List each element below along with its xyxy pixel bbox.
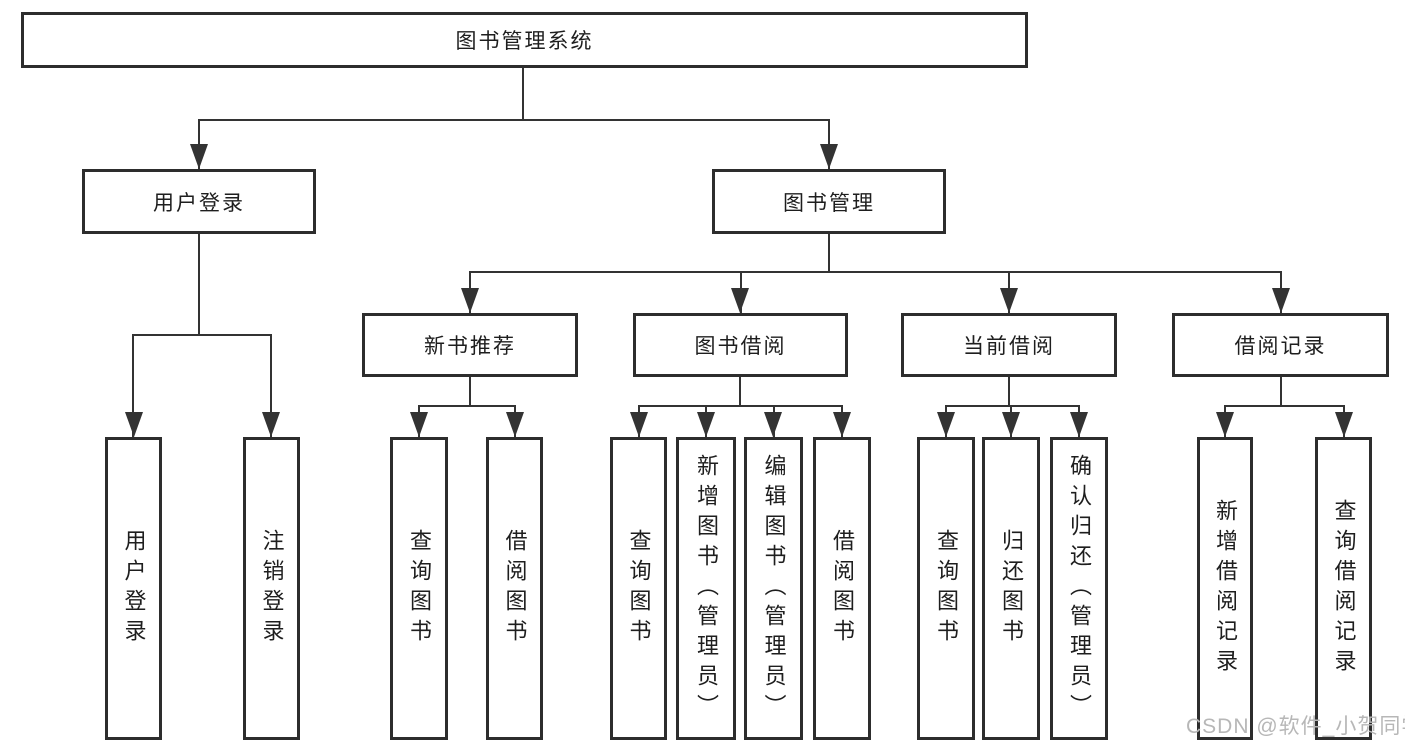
arrow-down-icon	[1216, 412, 1234, 437]
leaf-label: 编辑图书（管理员）	[761, 453, 787, 724]
leaf-edit-books-admin: 编辑图书（管理员）	[744, 437, 803, 740]
node-user-login: 用户登录	[82, 169, 316, 234]
arrow-down-icon	[731, 288, 749, 313]
leaf-label: 查询图书	[407, 528, 432, 649]
connector-line	[470, 271, 1281, 273]
leaf-label: 查询图书	[626, 528, 652, 649]
arrow-down-icon	[125, 412, 143, 437]
leaf-label: 查询借阅记录	[1331, 498, 1357, 679]
leaf-confirm-return-admin: 确认归还（管理员）	[1050, 437, 1108, 740]
leaf-label: 查询图书	[934, 528, 959, 649]
connector-line	[522, 68, 524, 120]
leaf-label: 借阅图书	[830, 528, 855, 649]
connector-line	[638, 405, 842, 407]
node-borrowing: 图书借阅	[633, 313, 848, 377]
leaf-query-borrow-record: 查询借阅记录	[1315, 437, 1372, 740]
connector-line	[132, 334, 134, 437]
arrow-down-icon	[262, 412, 280, 437]
arrow-down-icon	[630, 412, 648, 437]
node-current-borrow: 当前借阅	[901, 313, 1117, 377]
connector-line	[419, 405, 515, 407]
leaf-query-books-3: 查询图书	[917, 437, 975, 740]
arrow-down-icon	[937, 412, 955, 437]
leaf-label: 新增图书（管理员）	[694, 453, 719, 724]
leaf-user-login: 用户登录	[105, 437, 162, 740]
arrow-down-icon	[410, 412, 428, 437]
arrow-down-icon	[1000, 288, 1018, 313]
connector-line	[469, 377, 471, 406]
arrow-down-icon	[833, 412, 851, 437]
leaf-query-books-2: 查询图书	[610, 437, 667, 740]
node-root: 图书管理系统	[21, 12, 1028, 68]
leaf-label: 借阅图书	[502, 528, 528, 649]
leaf-label: 新增借阅记录	[1213, 498, 1238, 679]
connector-line	[1225, 405, 1344, 407]
node-book-mgmt-label: 图书管理	[783, 191, 875, 215]
node-user-login-label: 用户登录	[153, 191, 245, 215]
connector-line	[198, 119, 830, 121]
leaf-return-books: 归还图书	[982, 437, 1040, 740]
connector-line	[828, 234, 830, 272]
arrow-down-icon	[190, 144, 208, 169]
leaf-query-books-1: 查询图书	[390, 437, 448, 740]
arrow-down-icon	[1335, 412, 1353, 437]
leaf-borrow-books-2: 借阅图书	[813, 437, 871, 740]
node-current-borrow-label: 当前借阅	[963, 335, 1055, 358]
leaf-add-books-admin: 新增图书（管理员）	[676, 437, 736, 740]
leaf-label: 确认归还（管理员）	[1067, 453, 1092, 724]
connector-line	[1008, 377, 1010, 406]
leaf-label: 注销登录	[259, 528, 285, 649]
node-book-mgmt: 图书管理	[712, 169, 946, 234]
node-new-books-label: 新书推荐	[424, 335, 516, 358]
node-borrow-records-label: 借阅记录	[1234, 335, 1327, 358]
connector-line	[739, 377, 741, 406]
arrow-down-icon	[461, 288, 479, 313]
connector-line	[1280, 377, 1282, 406]
arrow-down-icon	[697, 412, 715, 437]
watermark: CSDN @软件_小贺同学	[1186, 715, 1405, 738]
arrow-down-icon	[1002, 412, 1020, 437]
leaf-label: 用户登录	[121, 528, 147, 649]
arrow-down-icon	[506, 412, 524, 437]
node-new-books: 新书推荐	[362, 313, 578, 377]
arrow-down-icon	[764, 412, 782, 437]
connector-line	[270, 334, 272, 437]
connector-line	[133, 334, 272, 336]
connector-line	[198, 234, 200, 335]
leaf-borrow-books-1: 借阅图书	[486, 437, 543, 740]
leaf-label: 归还图书	[999, 528, 1024, 649]
node-borrow-records: 借阅记录	[1172, 313, 1389, 377]
leaf-add-borrow-record: 新增借阅记录	[1197, 437, 1253, 740]
arrow-down-icon	[1070, 412, 1088, 437]
leaf-logout: 注销登录	[243, 437, 300, 740]
node-root-label: 图书管理系统	[455, 30, 594, 53]
arrow-down-icon	[1272, 288, 1290, 313]
node-borrowing-label: 图书借阅	[694, 335, 787, 358]
arrow-down-icon	[820, 144, 838, 169]
connector-line	[946, 405, 1079, 407]
